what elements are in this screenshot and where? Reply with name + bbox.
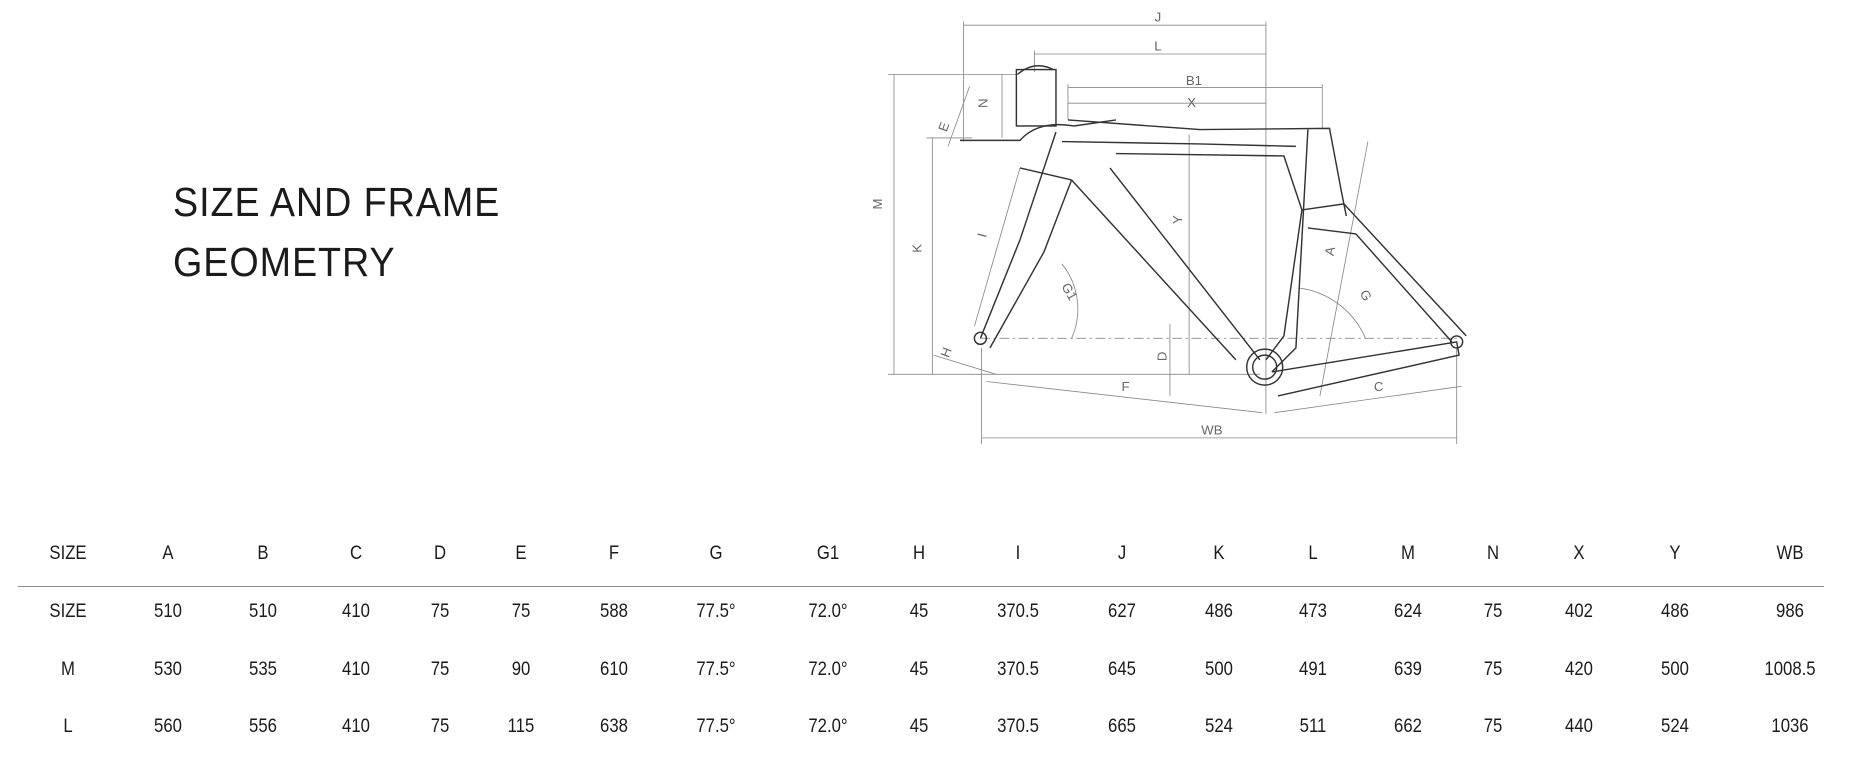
table-cell: 77.5°: [696, 659, 736, 680]
column-header: C: [349, 543, 363, 564]
column-header: WB: [1776, 543, 1804, 564]
table-cell: 645: [1108, 659, 1136, 680]
table-cell: 72.0°: [808, 601, 848, 622]
table-cell: 1008.5: [1764, 659, 1816, 680]
column-header: H: [912, 543, 926, 564]
table-cell: 77.5°: [696, 601, 736, 622]
table-cell: 75: [1483, 716, 1503, 737]
table-cell: 75: [430, 601, 450, 622]
table-cell: 75: [1483, 601, 1503, 622]
table-cell: 624: [1394, 601, 1422, 622]
table-cell: M: [61, 659, 75, 680]
table-cell: 410: [342, 601, 370, 622]
label-j: J: [1155, 10, 1162, 25]
table-cell: 45: [909, 659, 929, 680]
table-cell: 511: [1299, 716, 1327, 737]
table-cell: 45: [909, 716, 929, 737]
label-c: C: [1374, 379, 1384, 394]
table-cell: 510: [249, 601, 277, 622]
column-header: N: [1486, 543, 1500, 564]
label-d: D: [1154, 352, 1169, 362]
table-cell: 500: [1661, 659, 1689, 680]
table-cell: 45: [909, 601, 929, 622]
table-cell: 524: [1205, 716, 1233, 737]
column-header: K: [1213, 543, 1225, 564]
column-header: G1: [816, 543, 840, 564]
table-cell: 627: [1108, 601, 1136, 622]
column-header: F: [608, 543, 620, 564]
table-cell: 588: [600, 601, 628, 622]
table-cell: 986: [1776, 601, 1804, 622]
table-cell: 370.5: [997, 659, 1039, 680]
label-wb: WB: [1201, 422, 1222, 437]
table-cell: 486: [1661, 601, 1689, 622]
table-cell: 410: [342, 659, 370, 680]
column-header: G: [709, 543, 723, 564]
table-cell: 72.0°: [808, 716, 848, 737]
table-cell: 402: [1565, 601, 1593, 622]
column-header: Y: [1669, 543, 1681, 564]
table-cell: 75: [511, 601, 531, 622]
table-cell: 500: [1205, 659, 1233, 680]
table-cell: 440: [1565, 716, 1593, 737]
column-header: A: [162, 543, 174, 564]
table-cell: 638: [600, 716, 628, 737]
header-divider: [18, 586, 1824, 587]
label-m: M: [870, 198, 885, 209]
column-header: B: [257, 543, 269, 564]
label-f: F: [1122, 379, 1130, 394]
dimension-labels: J L B1 X M K N E I Y G1 G A D H F C WB: [870, 10, 1384, 438]
table-cell: 530: [154, 659, 182, 680]
table-cell: 486: [1205, 601, 1233, 622]
table-cell: SIZE: [49, 601, 87, 622]
label-l: L: [1154, 38, 1161, 53]
table-cell: 370.5: [997, 601, 1039, 622]
page-title: SIZE AND FRAME GEOMETRY: [173, 172, 500, 292]
table-cell: 639: [1394, 659, 1422, 680]
label-b1: B1: [1186, 73, 1202, 88]
bike-frame: [959, 65, 1467, 397]
label-k: K: [910, 244, 925, 253]
table-cell: 560: [154, 716, 182, 737]
table-cell: 115: [507, 716, 535, 737]
column-header: E: [515, 543, 527, 564]
table-cell: 665: [1108, 716, 1136, 737]
table-cell: 610: [600, 659, 628, 680]
label-n: N: [976, 98, 991, 108]
table-cell: 75: [1483, 659, 1503, 680]
dimension-lines: [888, 21, 1462, 444]
column-header: X: [1573, 543, 1585, 564]
table-cell: 662: [1394, 716, 1422, 737]
table-cell: 72.0°: [808, 659, 848, 680]
table-cell: 370.5: [997, 716, 1039, 737]
table-cell: 90: [511, 659, 531, 680]
column-header: L: [1308, 543, 1318, 564]
table-cell: 556: [249, 716, 277, 737]
label-y: Y: [1170, 215, 1185, 224]
column-header: D: [433, 543, 447, 564]
table-cell: 77.5°: [696, 716, 736, 737]
label-x: X: [1187, 95, 1196, 110]
title-line-1: SIZE AND FRAME: [173, 179, 501, 225]
table-cell: 491: [1299, 659, 1327, 680]
table-cell: 75: [430, 716, 450, 737]
column-header: J: [1117, 543, 1127, 564]
column-header: I: [1015, 543, 1021, 564]
table-cell: L: [63, 716, 73, 737]
label-a: A: [1322, 245, 1338, 256]
label-i: I: [974, 231, 989, 238]
table-cell: 410: [342, 716, 370, 737]
table-cell: 75: [430, 659, 450, 680]
table-cell: 524: [1661, 716, 1689, 737]
column-header: M: [1401, 543, 1415, 564]
table-cell: 420: [1565, 659, 1593, 680]
title-line-2: GEOMETRY: [173, 239, 396, 285]
table-cell: 473: [1299, 601, 1327, 622]
table-cell: 1036: [1771, 716, 1809, 737]
table-cell: 510: [154, 601, 182, 622]
column-header: SIZE: [49, 543, 87, 564]
table-cell: 535: [249, 659, 277, 680]
